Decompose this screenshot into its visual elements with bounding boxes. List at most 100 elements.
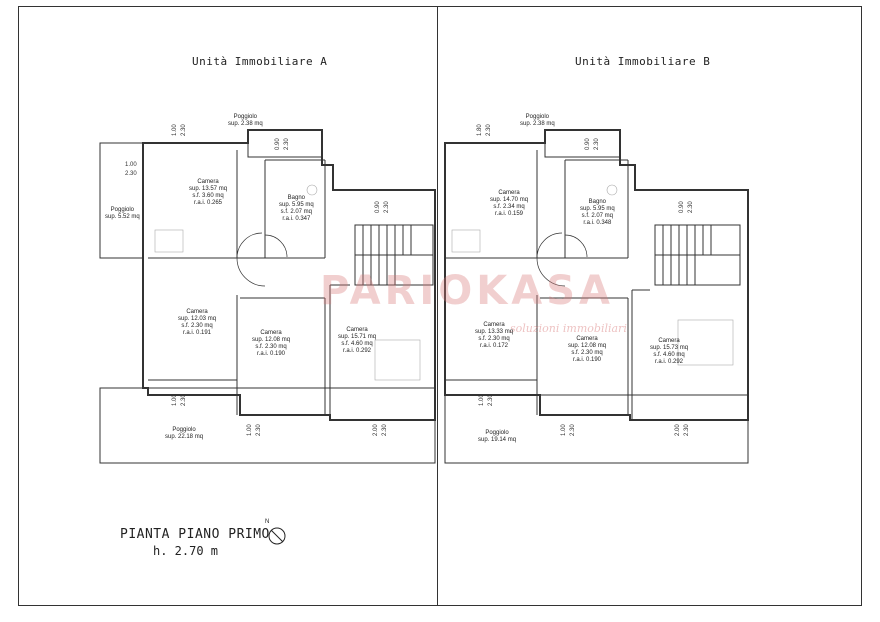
dim-label: 1.00 bbox=[561, 424, 567, 436]
room-area: sup. 12.08 mq bbox=[568, 343, 607, 349]
room-label-b-poggiolo-top: Poggiolo sup. 2.38 mq bbox=[520, 114, 555, 128]
dim-label: 1.00 bbox=[125, 162, 137, 168]
room-rai: r.a.i. 0.159 bbox=[495, 211, 524, 217]
room-label-b-poggiolo-bottom: Poggiolo sup. 19.14 mq bbox=[478, 430, 516, 444]
dim-label: 0.90 bbox=[585, 138, 591, 150]
room-name: Camera bbox=[346, 327, 368, 333]
room-label-a-camera-3: Camera sup. 12.08 mq s.f. 2.30 mq r.a.i.… bbox=[252, 330, 290, 358]
dim-label: 1.80 bbox=[477, 124, 483, 136]
room-area: sup. 5.95 mq bbox=[279, 202, 314, 208]
north-letter: N bbox=[265, 519, 270, 525]
ceiling-height: h. 2.70 m bbox=[153, 544, 219, 558]
dim-label: 0.90 bbox=[275, 138, 281, 150]
room-sf: s.f. 4.60 mq bbox=[341, 341, 373, 347]
dim-label: 0.90 bbox=[375, 201, 381, 213]
room-name: Poggiolo bbox=[525, 114, 550, 120]
room-area: sup. 22.18 mq bbox=[165, 434, 204, 440]
room-rai: r.a.i. 0.190 bbox=[573, 357, 602, 363]
room-sf: s.f. 3.60 mq bbox=[192, 193, 224, 199]
dim-label: 2.30 bbox=[125, 171, 137, 177]
dim-label: 2.30 bbox=[181, 124, 187, 136]
room-label-a-poggiolo-top: Poggiolo sup. 2.38 mq bbox=[228, 114, 263, 128]
room-rai: r.a.i. 0.265 bbox=[194, 200, 223, 206]
room-sf: s.f. 2.30 mq bbox=[255, 344, 287, 350]
room-area: sup. 12.03 mq bbox=[178, 316, 217, 322]
north-arrow-icon bbox=[268, 527, 286, 545]
room-rai: r.a.i. 0.292 bbox=[343, 348, 372, 354]
room-label-a-poggiolo-left: Poggiolo sup. 5.52 mq bbox=[105, 207, 140, 221]
room-name: Camera bbox=[186, 309, 208, 315]
room-name: Camera bbox=[576, 336, 598, 342]
room-sf: s.f. 2.30 mq bbox=[478, 336, 510, 342]
room-area: sup. 15.73 mq bbox=[650, 345, 689, 351]
sheet-frame bbox=[18, 6, 862, 606]
unit-a-title: Unità Immobiliare A bbox=[192, 55, 328, 68]
dim-label: 2.30 bbox=[384, 201, 390, 213]
room-label-a-camera-1: Camera sup. 13.57 mq s.f. 3.60 mq r.a.i.… bbox=[189, 179, 227, 207]
room-name: Poggiolo bbox=[172, 427, 196, 433]
dim-label: 2.30 bbox=[382, 424, 388, 436]
room-name: Camera bbox=[498, 190, 520, 196]
room-sf: s.f. 4.60 mq bbox=[653, 352, 685, 358]
room-label-a-bagno: Bagno sup. 5.95 mq s.f. 2.07 mq r.a.i. 0… bbox=[279, 195, 314, 223]
room-rai: r.a.i. 0.347 bbox=[282, 216, 311, 222]
dim-label: 1.00 bbox=[247, 424, 253, 436]
unit-a-poggiolo-left bbox=[99, 142, 144, 259]
dim-label: 2.00 bbox=[373, 424, 379, 436]
room-name: Camera bbox=[483, 322, 505, 328]
room-label-a-camera-2: Camera sup. 12.03 mq s.f. 2.30 mq r.a.i.… bbox=[178, 309, 216, 337]
dim-label: 2.30 bbox=[256, 424, 262, 436]
room-sf: s.f. 2.07 mq bbox=[581, 213, 614, 219]
dim-label: 2.30 bbox=[284, 138, 290, 150]
dim-label: 2.30 bbox=[486, 124, 492, 136]
room-area: sup. 5.95 mq bbox=[580, 206, 615, 212]
room-name: Camera bbox=[658, 338, 680, 344]
room-label-b-camera-4: Camera sup. 15.73 mq s.f. 4.60 mq r.a.i.… bbox=[650, 338, 688, 366]
room-label-b-camera-3: Camera sup. 12.08 mq s.f. 2.30 mq r.a.i.… bbox=[568, 336, 606, 364]
room-sf: s.f. 2.07 mq bbox=[280, 209, 313, 215]
dim-label: 2.30 bbox=[688, 201, 694, 213]
room-label-a-poggiolo-bottom: Poggiolo sup. 22.18 mq bbox=[165, 427, 203, 441]
room-area: sup. 14.70 mq bbox=[490, 197, 529, 203]
room-area: sup. 13.33 mq bbox=[475, 329, 514, 335]
dim-label: 2.00 bbox=[675, 424, 681, 436]
room-area: sup. 19.14 mq bbox=[478, 437, 517, 443]
room-sf: s.f. 2.34 mq bbox=[493, 204, 525, 210]
room-area: sup. 5.52 mq bbox=[105, 214, 140, 220]
unit-b-title: Unità Immobiliare B bbox=[575, 55, 711, 68]
room-area: sup. 13.57 mq bbox=[189, 186, 228, 192]
dim-label: 2.30 bbox=[181, 394, 187, 406]
dim-label: 2.30 bbox=[570, 424, 576, 436]
watermark-tagline: soluzioni immobiliari bbox=[510, 322, 627, 335]
room-area: sup. 15.71 mq bbox=[338, 334, 377, 340]
room-name: Camera bbox=[197, 179, 219, 185]
plan-title: PIANTA PIANO PRIMO bbox=[120, 527, 270, 542]
room-name: Poggiolo bbox=[485, 430, 509, 436]
room-name: Bagno bbox=[287, 195, 306, 201]
unit-divider bbox=[437, 6, 438, 606]
unit-b-poggiolo-top bbox=[544, 129, 621, 158]
dim-label: 1.00 bbox=[479, 394, 485, 406]
room-rai: r.a.i. 0.191 bbox=[183, 330, 212, 336]
unit-a-poggiolo-top bbox=[247, 129, 323, 158]
dim-label: 0.90 bbox=[679, 201, 685, 213]
room-sf: s.f. 2.30 mq bbox=[571, 350, 603, 356]
room-rai: r.a.i. 0.190 bbox=[257, 351, 286, 357]
room-rai: r.a.i. 0.348 bbox=[583, 220, 612, 226]
room-label-b-bagno: Bagno sup. 5.95 mq s.f. 2.07 mq r.a.i. 0… bbox=[580, 199, 615, 227]
room-rai: r.a.i. 0.292 bbox=[655, 359, 684, 365]
room-label-b-camera-1: Camera sup. 14.70 mq s.f. 2.34 mq r.a.i.… bbox=[490, 190, 528, 218]
dim-label: 2.30 bbox=[594, 138, 600, 150]
watermark-brand: PARIOKASA bbox=[320, 268, 615, 314]
dim-label: 2.30 bbox=[684, 424, 690, 436]
dim-label: 1.00 bbox=[172, 124, 178, 136]
room-rai: r.a.i. 0.172 bbox=[480, 343, 509, 349]
room-area: sup. 12.08 mq bbox=[252, 337, 291, 343]
room-label-a-camera-4: Camera sup. 15.71 mq s.f. 4.60 mq r.a.i.… bbox=[338, 327, 376, 355]
room-label-b-camera-2: Camera sup. 13.33 mq s.f. 2.30 mq r.a.i.… bbox=[475, 322, 513, 350]
dim-label: 2.30 bbox=[488, 394, 494, 406]
unit-b-poggiolo-bottom bbox=[444, 394, 749, 464]
room-sf: s.f. 2.30 mq bbox=[181, 323, 213, 329]
